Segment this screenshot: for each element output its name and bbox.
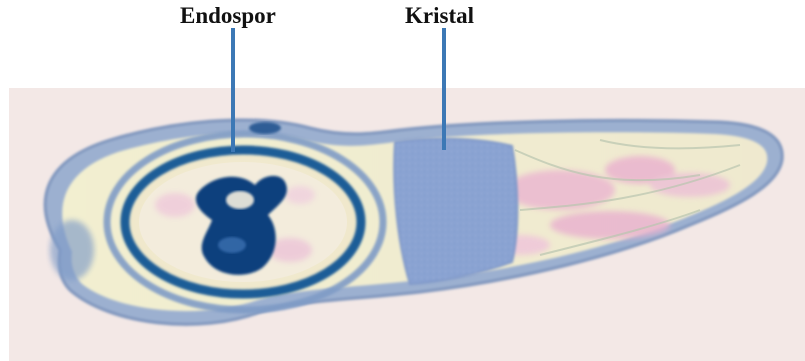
crystal-label: Kristal <box>405 4 474 27</box>
spore-top-cap <box>249 122 281 134</box>
cell-pole <box>50 220 94 280</box>
spore-core-glow <box>218 237 246 253</box>
spore-core-highlight <box>226 191 254 209</box>
endospore-label: Endospor <box>180 4 276 27</box>
crystal-inclusion <box>394 139 517 284</box>
